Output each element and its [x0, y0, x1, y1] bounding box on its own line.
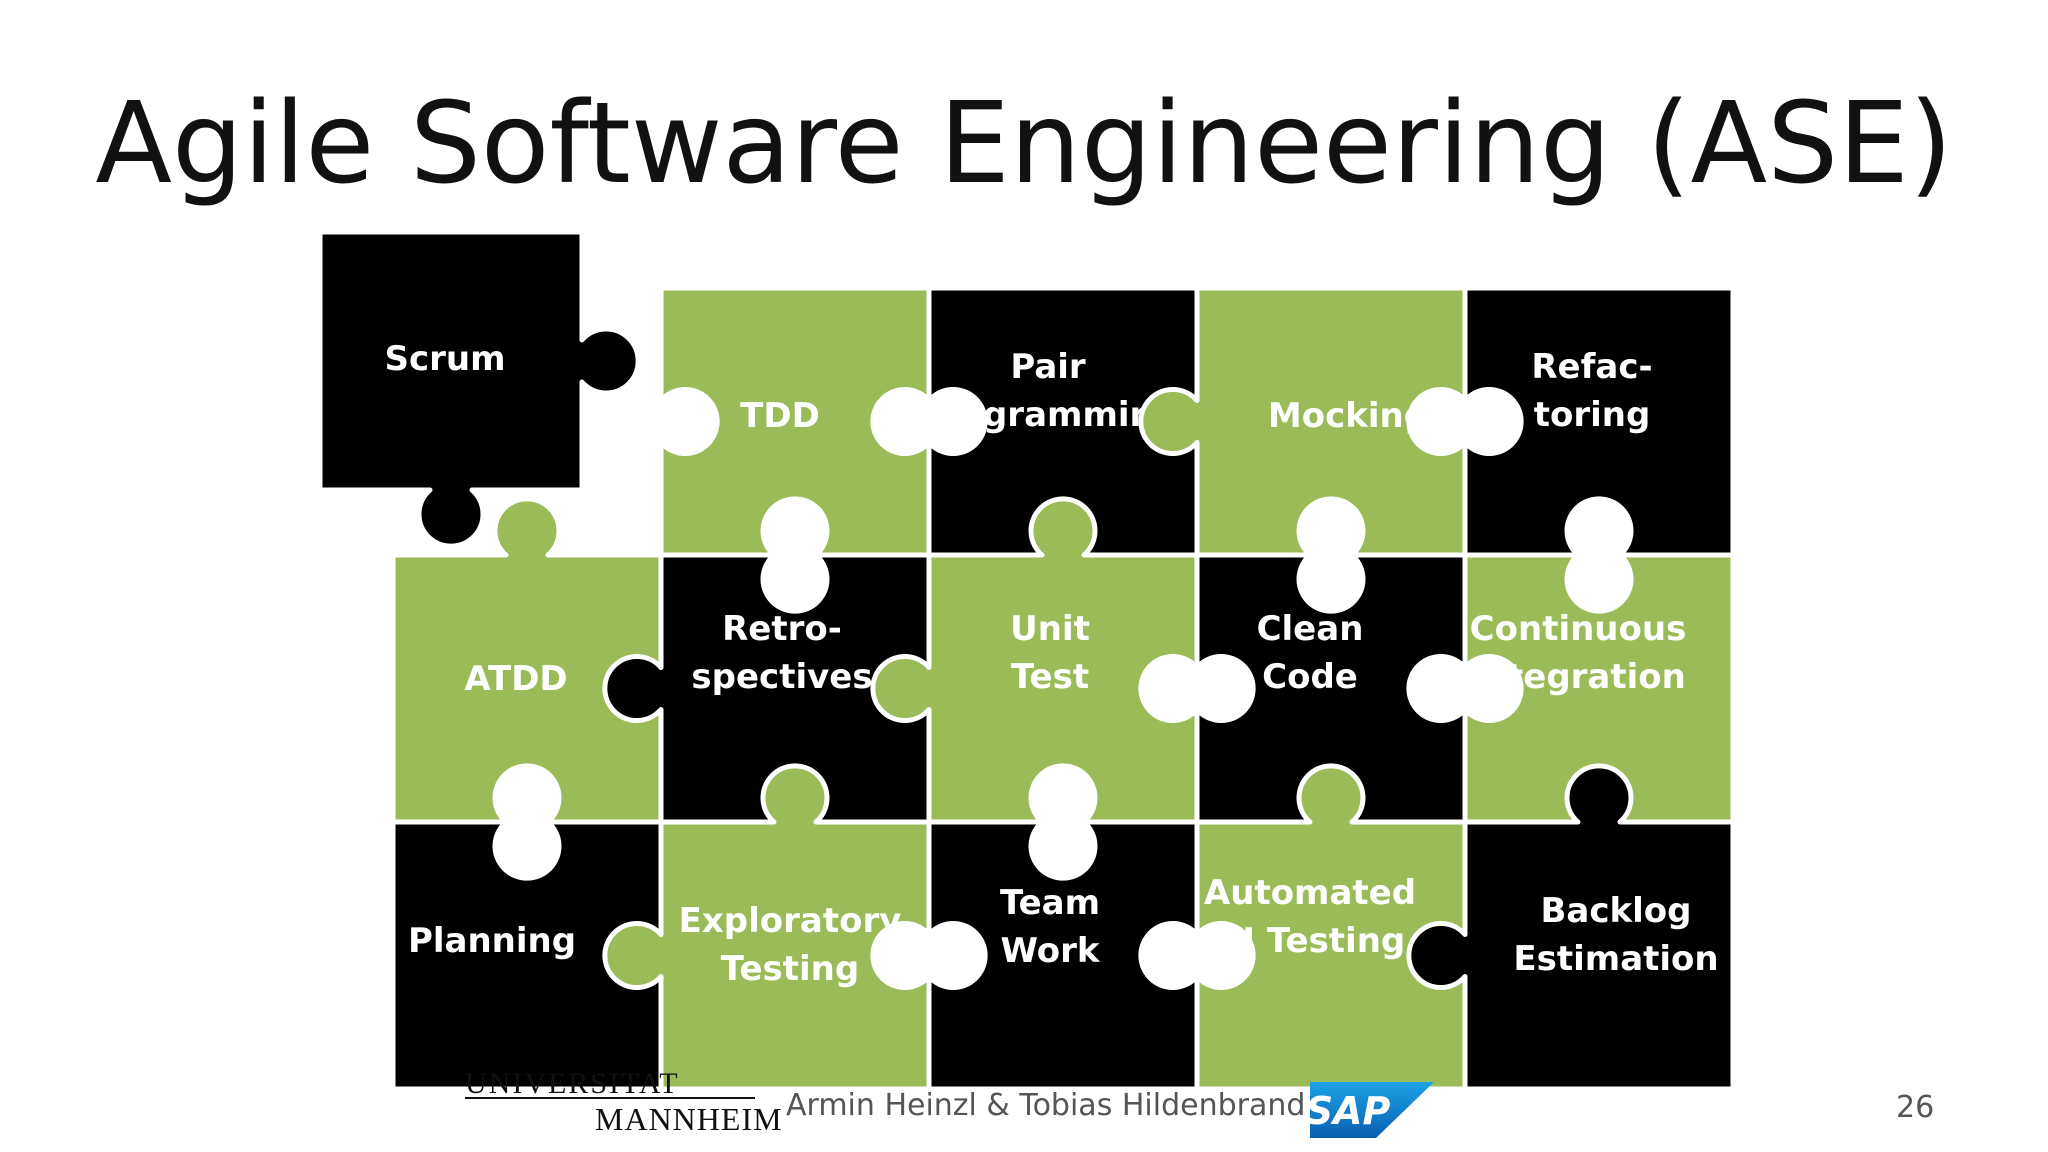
sap-logo: SAP	[1310, 1082, 1434, 1138]
university-logo-line2: MANNHEIM	[595, 1101, 783, 1137]
university-logo: UNIVERSITAT MANNHEIM	[465, 1067, 782, 1137]
puzzle-label-continuous-integration-line1: Continuous	[1470, 609, 1687, 649]
puzzle-label-tdd: TDD	[740, 396, 820, 436]
puzzle-label-pair-programming-line1: Pair	[1010, 347, 1086, 387]
puzzle-piece-tdd	[658, 285, 932, 558]
puzzle-label-pair-programming-line2: Programming	[918, 395, 1178, 435]
puzzle-label-scrum: Scrum	[384, 339, 505, 379]
puzzle-piece-scrum	[317, 229, 641, 549]
puzzle-label-planning: Planning	[408, 921, 576, 961]
puzzle-label-team-work-line2: Work	[1000, 931, 1100, 971]
puzzle-piece-team-work	[926, 819, 1200, 1092]
university-logo-line1: UNIVERSITAT	[465, 1067, 680, 1100]
puzzle-label-team-work-line1: Team	[1000, 883, 1100, 923]
university-logo-rule	[465, 1097, 755, 1099]
puzzle-label-unit-test-line2: Test	[1011, 657, 1089, 697]
footer-authors: Armin Heinzl & Tobias Hildenbrand	[786, 1088, 1306, 1123]
puzzle-label-continuous-integration-line2: Integration	[1470, 657, 1686, 697]
puzzle-label-refactoring-line1: Refac-	[1531, 347, 1652, 387]
puzzle-label-unit-test-line1: Unit	[1010, 609, 1090, 649]
puzzle-label-clean-code-line2: Code	[1262, 657, 1358, 697]
slide-title: Agile Software Engineering (ASE)	[95, 79, 1953, 209]
puzzle-label-atdd: ATDD	[464, 659, 567, 699]
puzzle-label-mocking: Mocking	[1268, 396, 1428, 436]
puzzle-label-backlog-estimation-line2: Estimation	[1513, 939, 1718, 979]
puzzle-label-exploratory-testing-line2: Testing	[721, 949, 859, 989]
puzzle-piece-mocking	[1138, 285, 1468, 558]
puzzle-label-automated-ui-testing-line1: Automated	[1204, 873, 1416, 913]
page-number: 26	[1896, 1090, 1935, 1125]
puzzle-piece-exploratory-testing	[602, 763, 932, 1092]
puzzle-label-exploratory-testing-line1: Exploratory	[679, 901, 902, 941]
puzzle-label-retrospectives-line1: Retro-	[722, 609, 842, 649]
puzzle-label-automated-ui-testing-line2: UI Testing	[1215, 921, 1406, 961]
puzzle-label-retrospectives-line2: spectives	[691, 657, 872, 697]
puzzle-piece-backlog-estimation	[1406, 763, 1736, 1092]
sap-logo-text: SAP	[1310, 1089, 1390, 1133]
puzzle-label-backlog-estimation-line1: Backlog	[1541, 891, 1692, 931]
puzzle-label-clean-code-line1: Clean	[1257, 609, 1364, 649]
puzzle-label-refactoring-line2: toring	[1534, 395, 1651, 435]
